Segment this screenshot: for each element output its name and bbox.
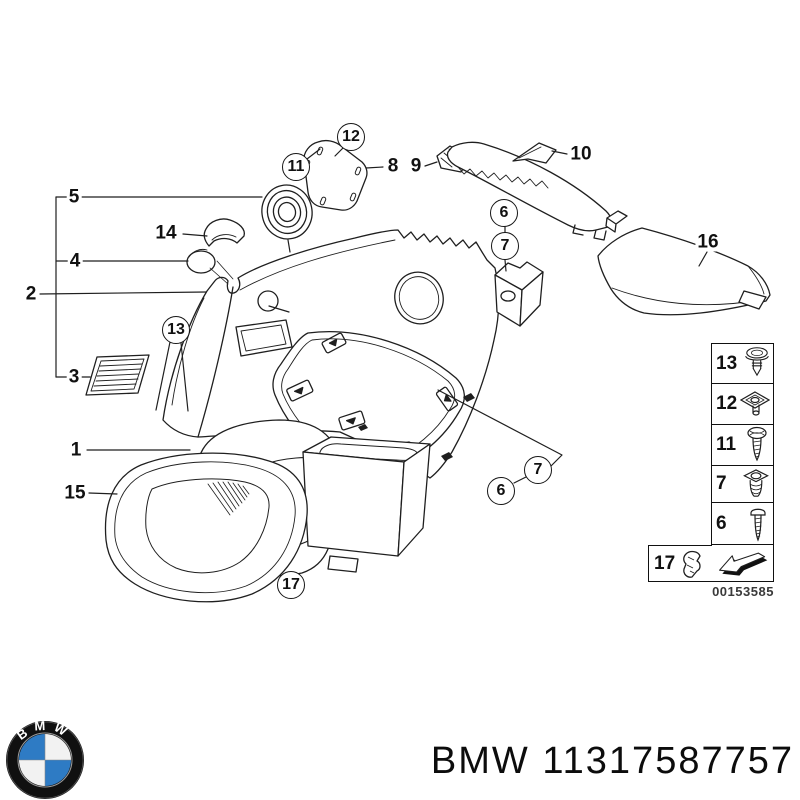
callout-17-circle: 17 xyxy=(277,571,305,599)
speaker-cover xyxy=(104,452,308,603)
legend-row-12: 12 xyxy=(712,384,773,425)
part-number-text: BMW 11317587757 xyxy=(430,740,794,782)
oval-hole xyxy=(394,271,444,325)
callout-16: 16 xyxy=(695,231,721,253)
callout-5: 5 xyxy=(66,186,82,208)
callout-6-upper-circle: 6 xyxy=(490,199,518,227)
grommet-rivet-icon xyxy=(745,346,769,376)
callout-11-circle: 11 xyxy=(282,153,310,181)
callout-7-upper-circle: 7 xyxy=(491,232,519,260)
callout-3: 3 xyxy=(66,366,82,388)
clip-icon xyxy=(683,550,701,578)
panel-end-bracket xyxy=(605,210,628,233)
callout-10: 10 xyxy=(568,143,594,165)
callout-1: 1 xyxy=(68,439,84,461)
legend-num-7: 7 xyxy=(716,473,727,494)
legend-row-arrow xyxy=(712,545,773,581)
trim-clip-part xyxy=(203,218,245,247)
legend-num-6: 6 xyxy=(716,512,727,534)
legend-num-17: 17 xyxy=(654,552,676,574)
nut-plate-icon xyxy=(740,391,770,416)
direction-arrow-icon xyxy=(719,552,768,576)
countersunk-screw-icon xyxy=(747,426,767,462)
legend-num-11: 11 xyxy=(716,434,737,455)
bmw-logo: BMW xyxy=(6,720,84,799)
legend-clip-cell: 17 xyxy=(648,545,712,582)
corner-trim-piece xyxy=(512,142,557,164)
vent-grille xyxy=(85,354,150,396)
grommet-hole xyxy=(257,290,279,312)
mounting-bracket xyxy=(494,261,544,327)
callout-14: 14 xyxy=(153,222,179,244)
parcel-shelf-trim xyxy=(597,227,771,316)
storage-box xyxy=(302,436,431,573)
blanking-cap xyxy=(186,248,216,274)
exploded-diagram xyxy=(39,139,771,603)
legend-row-11: 11 xyxy=(712,425,773,466)
callout-8: 8 xyxy=(385,155,401,177)
callout-13-circle: 13 xyxy=(162,316,190,344)
legend-row-6: 6 xyxy=(712,503,773,545)
callout-15: 15 xyxy=(62,482,88,504)
rect-opening xyxy=(235,319,293,357)
fastener-legend: 13 12 11 xyxy=(711,343,774,582)
callout-9: 9 xyxy=(408,155,424,177)
pillar-edge xyxy=(197,286,234,438)
callout-12-circle: 12 xyxy=(337,123,365,151)
upper-rail-trim xyxy=(436,141,612,241)
expansion-rivet-icon xyxy=(743,468,769,497)
legend-row-7: 7 xyxy=(712,466,773,503)
grille-hatch xyxy=(207,481,250,516)
legend-num-12: 12 xyxy=(716,393,738,414)
callout-2: 2 xyxy=(23,283,39,305)
callout-4: 4 xyxy=(67,250,83,272)
pan-head-screw-icon xyxy=(750,508,766,542)
speaker-adapter-plate xyxy=(303,139,368,211)
catalog-code: 00153585 xyxy=(712,584,774,599)
legend-num-13: 13 xyxy=(716,352,738,374)
callout-7-lower-circle: 7 xyxy=(524,456,552,484)
speaker xyxy=(261,184,313,240)
legend-row-13: 13 xyxy=(712,344,773,384)
leader-lines xyxy=(39,147,708,495)
callout-6-lower-circle: 6 xyxy=(487,477,515,505)
